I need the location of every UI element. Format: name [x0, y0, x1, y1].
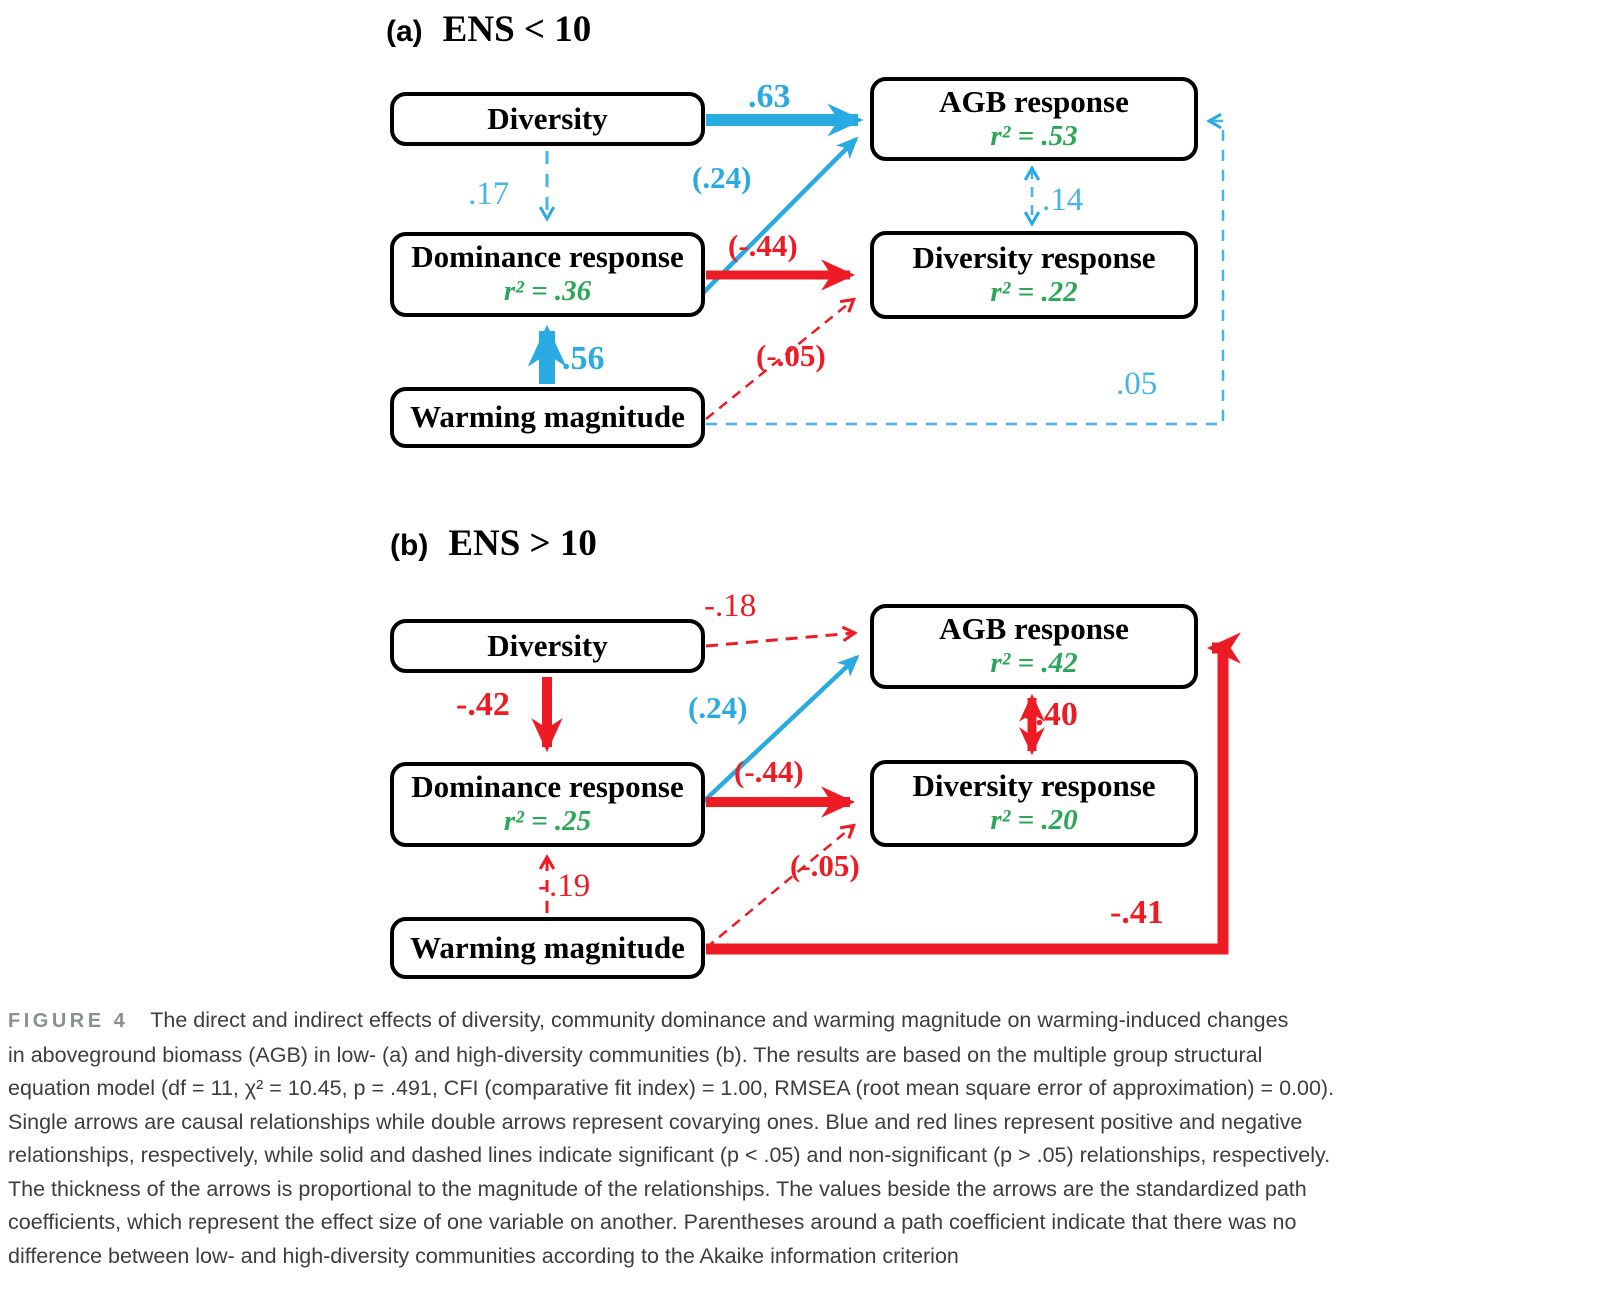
- coef-a-diversity-agb: .63: [748, 78, 791, 115]
- coef-b-warming-diversity-response: (-.05): [790, 848, 860, 883]
- caption-line: coefficients, which represent the effect…: [8, 1210, 1297, 1234]
- node-label: Dominance response: [411, 239, 684, 275]
- r2-value: r² = .36: [503, 275, 592, 308]
- node-b-diversity: Diversity: [390, 619, 705, 673]
- caption-line: equation model (df = 11, χ² = 10.45, p =…: [8, 1076, 1335, 1100]
- caption-line: difference between low- and high-diversi…: [8, 1243, 959, 1268]
- caption-line: relationships, respectively, while solid…: [8, 1143, 1331, 1167]
- coef-a-warming-agb: .05: [1116, 366, 1158, 402]
- node-label: Diversity: [487, 100, 608, 136]
- figure-number: FIGURE 4: [8, 1010, 129, 1032]
- node-b-warming-magnitude: Warming magnitude: [390, 917, 705, 979]
- panel-a-name: ENS < 10: [442, 9, 592, 50]
- coef-b-dominance-agb: (.24): [688, 690, 748, 725]
- caption-line: FIGURE 4 The direct and indirect effects …: [8, 1004, 1604, 1039]
- coef-b-dominance-diversity-response: (-.44): [734, 754, 804, 789]
- coef-a-dominance-agb: (.24): [692, 160, 752, 195]
- node-label: Diversity response: [912, 239, 1156, 275]
- coef-b-diversity-agb: -.18: [704, 588, 757, 624]
- coef-b-diversity-dominance: -.42: [456, 686, 510, 723]
- coef-b-warming-dominance: -.19: [538, 868, 591, 904]
- node-label: AGB response: [939, 611, 1129, 647]
- node-b-dominance-response: Dominance response r² = .25: [390, 762, 705, 847]
- panel-a-title: (a) ENS < 10: [386, 8, 591, 51]
- r2-value: r² = .25: [503, 805, 592, 838]
- node-label: Warming magnitude: [410, 929, 685, 965]
- path-diagram-arrows: [527, 103, 1241, 955]
- caption-line: in aboveground biomass (AGB) in low- (a)…: [8, 1042, 1263, 1067]
- coef-a-warming-diversity-response: (-.05): [756, 338, 826, 373]
- panel-b-name: ENS > 10: [448, 523, 597, 564]
- node-a-diversity-response: Diversity response r² = .22: [870, 231, 1198, 319]
- node-a-agb-response: AGB response r² = .53: [870, 77, 1198, 161]
- r2-value: r² = .53: [990, 119, 1078, 152]
- r2-value: r² = .22: [990, 275, 1078, 308]
- figure-caption: FIGURE 4 The direct and indirect effects …: [8, 1004, 1604, 1273]
- coef-a-diversity-dominance: .17: [468, 176, 510, 212]
- r2-value: r² = .20: [990, 804, 1078, 837]
- node-a-dominance-response: Dominance response r² = .36: [390, 232, 705, 317]
- caption-line: Single arrows are causal relationships w…: [8, 1109, 1303, 1134]
- node-label: Diversity: [487, 627, 608, 663]
- panel-b-title: (b) ENS > 10: [390, 522, 597, 565]
- node-a-diversity: Diversity: [390, 92, 705, 146]
- r2-value: r² = .42: [990, 647, 1078, 680]
- coef-a-warming-dominance: .56: [562, 340, 605, 377]
- coef-a-dominance-diversity-response: (-.44): [728, 228, 798, 263]
- coef-b-agb-diversity-covariance: -.40: [1024, 696, 1078, 733]
- node-b-diversity-response: Diversity response r² = .20: [870, 760, 1198, 847]
- node-label: Diversity response: [912, 768, 1156, 804]
- node-b-agb-response: AGB response r² = .42: [870, 604, 1198, 689]
- panel-b-tag: (b): [390, 529, 429, 562]
- caption-line: The thickness of the arrows is proportio…: [8, 1176, 1307, 1201]
- node-label: Dominance response: [411, 769, 684, 805]
- node-a-warming-magnitude: Warming magnitude: [390, 387, 705, 448]
- coef-a-agb-diversity-covariance: .14: [1042, 182, 1084, 218]
- caption-text: The direct and indirect effects of diver…: [150, 1008, 1289, 1032]
- panel-a-tag: (a): [386, 15, 423, 48]
- node-label: AGB response: [939, 83, 1129, 119]
- coef-b-warming-agb: -.41: [1110, 894, 1164, 931]
- node-label: Warming magnitude: [410, 399, 685, 435]
